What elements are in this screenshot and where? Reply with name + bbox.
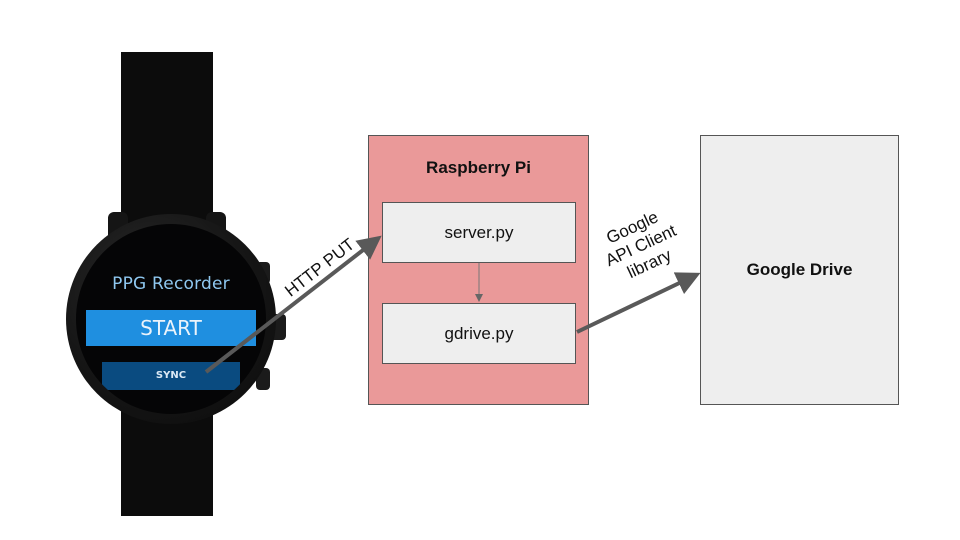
gdrive-py-box: gdrive.py <box>382 303 576 364</box>
watch-screen: PPG Recorder START SYNC <box>76 224 266 414</box>
api-client-arrow <box>576 272 701 334</box>
sync-button: SYNC <box>102 362 240 390</box>
http-put-arrow <box>204 235 382 374</box>
google-drive-box: Google Drive <box>700 135 899 405</box>
smartwatch-photo: PPG Recorder START SYNC <box>66 52 298 516</box>
watch-band-top <box>121 52 213 232</box>
server-py-box: server.py <box>382 202 576 263</box>
raspberry-pi-title: Raspberry Pi <box>426 158 531 177</box>
start-button: START <box>86 310 256 346</box>
watch-app-title: PPG Recorder <box>112 274 230 294</box>
